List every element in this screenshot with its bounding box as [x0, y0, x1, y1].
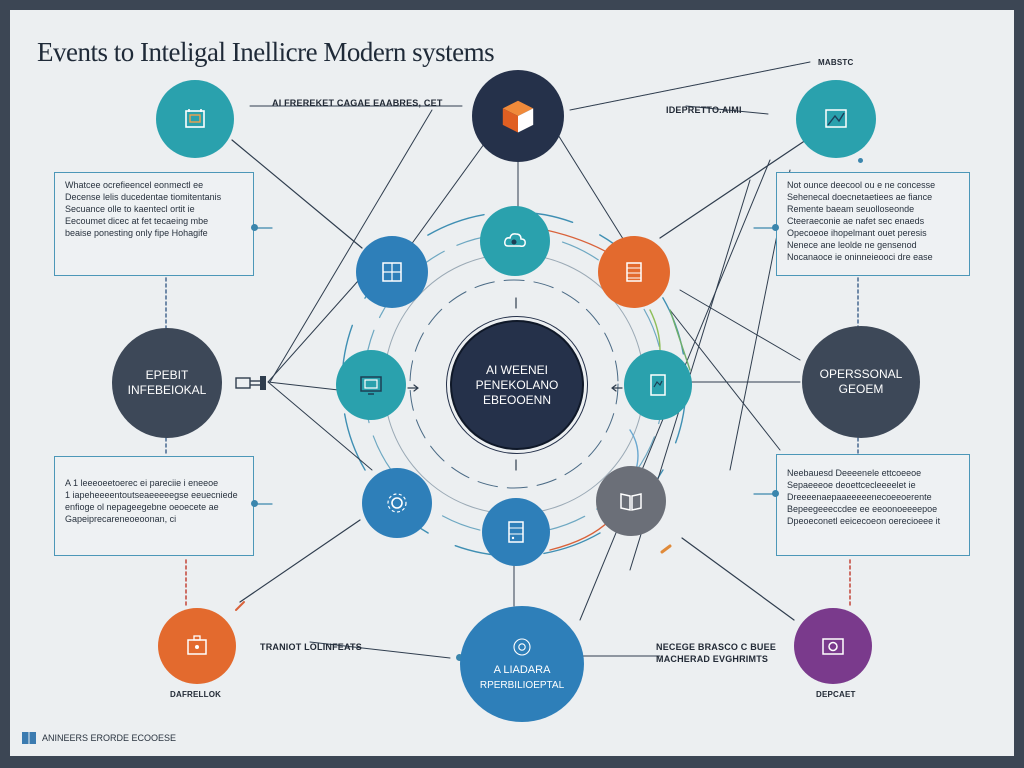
label-right-bottom-a: NECEGE BRASCO C BUEE — [656, 642, 777, 652]
box-line: beaise ponesting only fipe Hohagife — [65, 228, 208, 238]
node-bottom-left[interactable] — [158, 608, 236, 684]
label-bottom-left-small: DAFRELLOK — [170, 690, 222, 699]
node-left-line1: EPEBIT — [145, 368, 189, 382]
box-line: Dreeeenaepaaeeeeenecoeeoerente — [787, 492, 932, 502]
box-line: Bepeegeeeccdee ee eeoonoeeeepoe — [787, 504, 938, 514]
node-ring-upper-left[interactable] — [356, 236, 428, 308]
footer: ANINEERS ERORDE ECOOESE — [22, 732, 176, 744]
box-line: Opecoeoe ihopelmant ouet peresis — [787, 228, 927, 238]
info-box-left-bottom: A 1 leeeoeetoerec ei pareciie i eneeoe 1… — [54, 456, 254, 556]
connector-dot — [772, 224, 779, 231]
document-icon — [185, 109, 205, 128]
connector-dot — [772, 490, 779, 497]
box-line: Nocanaoce ie oninneieooci dre ease — [787, 252, 933, 262]
node-bottom-line1: A LIADARA — [493, 664, 551, 676]
gear-icon — [387, 493, 407, 513]
label-right-bottom-b: MACHERAD EVGHRIMTS — [656, 654, 769, 664]
box-line: enfioge ol nepageegebne oeoecete ae — [65, 502, 219, 512]
node-top-right[interactable] — [796, 80, 876, 158]
node-top-left[interactable] — [156, 80, 234, 158]
node-ring-upper-right[interactable] — [598, 236, 670, 308]
node-left-line2: INFEBEIOKAL — [127, 383, 207, 397]
connector-dot — [251, 500, 258, 507]
image-frame-icon — [825, 109, 847, 128]
page-title: Events to Inteligal Inellicre Modern sys… — [37, 37, 495, 67]
target-icon — [513, 638, 531, 656]
node-center-line1: AI WEENEI — [485, 362, 548, 377]
label-bottom-right-small: DEPCAET — [816, 690, 856, 699]
connector-dot — [858, 158, 863, 163]
book-icon — [620, 493, 642, 511]
box-line: Nenece ane leolde ne gensenod — [787, 240, 917, 250]
node-bottom-line2: RPERBILIOEPTAL — [479, 680, 565, 691]
label-top-right: IDEPRETTO.AIMI — [666, 105, 742, 115]
node-right-line1: OPERSSONAL — [819, 367, 903, 381]
infographic-canvas: Events to Inteligal Inellicre Modern sys… — [10, 10, 1014, 756]
box-line: Sehenecal doecnetaetiees ae fiance — [787, 192, 933, 202]
briefcase-icon — [187, 635, 207, 655]
node-ring-top[interactable] — [480, 206, 550, 276]
cloud-icon — [504, 233, 526, 247]
node-bottom-right[interactable] — [794, 608, 872, 684]
connector-dot — [251, 224, 258, 231]
box-line: Dpeoeconetl eeicecoeon oerecioeee it — [787, 516, 941, 526]
node-ring-left[interactable] — [336, 350, 406, 420]
node-center[interactable]: AI WEENEI PENEKOLANO EBEOOENN — [450, 320, 584, 450]
logo-icon — [22, 732, 36, 744]
box-line: 1 iapeheeeentoutseaeeeeegse eeuecniede — [65, 490, 238, 500]
label-top-right-small: MABSTC — [818, 58, 854, 67]
node-ring-bottom[interactable] — [482, 498, 550, 566]
box-line: Eecoumet dicec at fet tecaeing mbe — [65, 216, 209, 226]
plug-icon — [235, 376, 266, 390]
node-top-center[interactable] — [472, 70, 564, 162]
info-box-right-bottom: Neebauesd Deeeenele ettcoeeoe Sepaeeeoe … — [776, 454, 970, 556]
node-ring-lower-left[interactable] — [362, 468, 432, 538]
box-line: Decense lelis ducedentae tiomitentanis — [65, 192, 222, 202]
info-box-left-top: Whatcee ocrefieencel eonmectl ee Decense… — [54, 172, 254, 276]
box-line: A 1 leeeoeetoerec ei pareciie i eneeoe — [65, 478, 219, 488]
node-center-line3: EBEOOENN — [482, 392, 551, 407]
server-icon — [508, 521, 524, 543]
label-top-left: AI FREREKET CAGAE EAABRES, CET — [272, 98, 443, 108]
node-left-dark[interactable]: EPEBIT INFEBEIOKAL — [112, 328, 222, 438]
box-line: Whatcee ocrefieencel eonmectl ee — [65, 180, 204, 190]
node-right-line2: GEOEM — [838, 382, 884, 396]
box-line: Remente baeam seuolloseonde — [787, 204, 915, 214]
cube-icon — [502, 100, 534, 133]
box-line: Neebauesd Deeeenele ettcoeeoe — [787, 468, 922, 478]
box-line: Secuance olle to kaentecl ortit ie — [65, 204, 195, 214]
node-right-dark[interactable]: OPERSSONAL GEOEM — [802, 326, 920, 438]
node-ring-right[interactable] — [624, 350, 692, 420]
box-line: Gapeiprecareneoeoonan, ci — [65, 514, 177, 524]
info-box-right-top: Not ounce deecool ou e ne concesse Sehen… — [776, 172, 970, 276]
box-line: Cteeraeconie ae nafet sec enaeds — [787, 216, 925, 226]
camera-icon — [822, 638, 844, 655]
monitor-icon — [360, 376, 382, 395]
node-center-line2: PENEKOLANO — [475, 377, 559, 392]
box-line: Sepaeeeoe deoettcecleeeelet ie — [787, 480, 916, 490]
tablet-icon — [650, 374, 666, 396]
node-bottom-center[interactable]: A LIADARA RPERBILIOEPTAL — [460, 606, 584, 722]
label-bottom-left: TRANIOT LOLINFEATS — [260, 642, 362, 652]
building-icon — [626, 262, 642, 282]
box-line: Not ounce deecool ou e ne concesse — [787, 180, 936, 190]
node-ring-lower-right[interactable] — [596, 466, 666, 536]
footer-text: ANINEERS ERORDE ECOOESE — [42, 733, 177, 743]
grid-window-icon — [382, 262, 402, 282]
connector-dot — [456, 654, 463, 661]
